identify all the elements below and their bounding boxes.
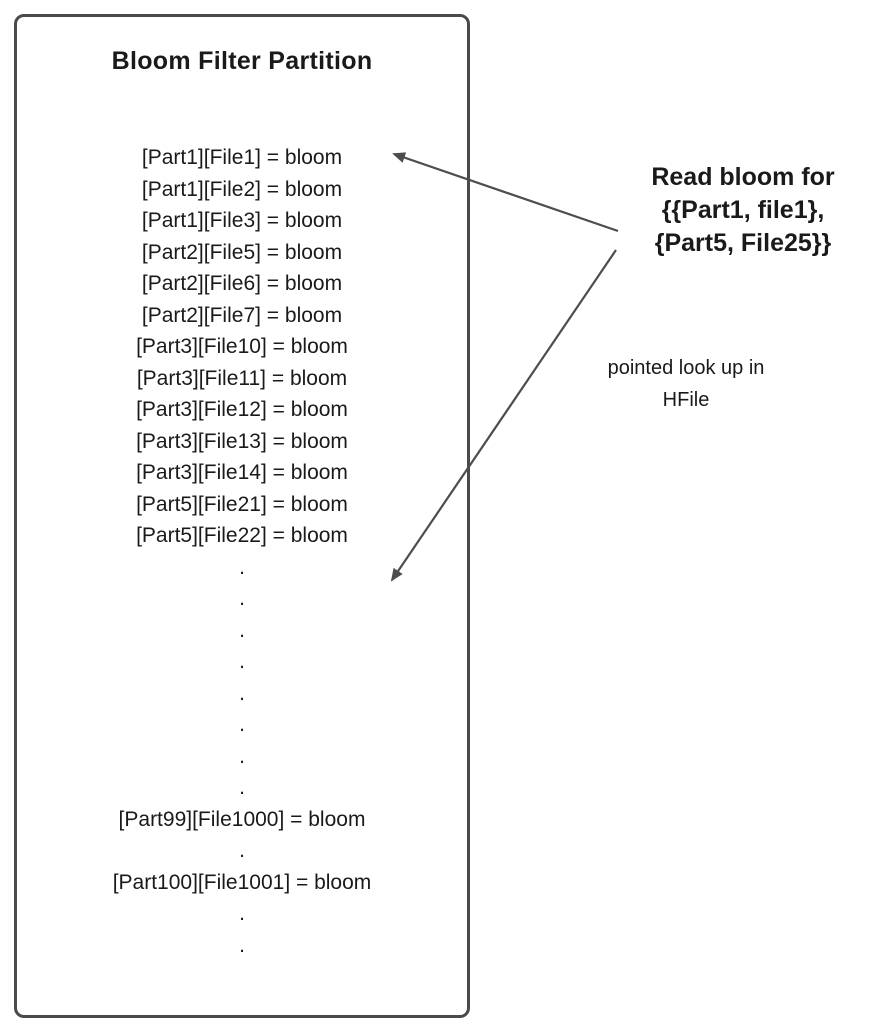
bloom-entry-line: . [239, 555, 245, 579]
bloom-entry-line: . [239, 681, 245, 705]
bloom-entry-line: [Part2][File7] = bloom [141, 303, 343, 327]
bloom-entry-line: [Part3][File11] = bloom [136, 366, 348, 390]
bloom-entry-line: [Part1][File3] = bloom [141, 209, 343, 232]
bloom-entry-line: [Part2][File5] = bloom [141, 240, 343, 264]
bloom-entry-line: [Part5][File21] = bloom [136, 492, 348, 516]
bloom-entry-list: [Part1][File1] = bloom [Part1][File2] = … [17, 142, 467, 961]
bloom-entry-line: . [239, 902, 245, 925]
bloom-entry-line: [Part3][File14] = bloom [136, 461, 348, 484]
bloom-entry-line: . [239, 618, 245, 642]
box-title: Bloom Filter Partition [111, 47, 373, 75]
bloom-entry-line: . [239, 776, 245, 799]
bloom-entry-line: [Part1][File2] = bloom [141, 177, 343, 201]
bloom-entry-line: . [239, 713, 245, 736]
bloom-entry-line: . [239, 933, 245, 957]
bloom-entry-line: . [239, 744, 245, 768]
read-bloom-label: Read bloom for {{Part1, file1}, {Part5, … [651, 163, 835, 257]
bloom-entry-line: [Part1][File1] = bloom [141, 146, 343, 169]
bloom-entry-line: . [239, 839, 245, 862]
bloom-filter-partition-box: Bloom Filter Partition [Part1][File1] = … [14, 14, 470, 1018]
bloom-entry-line: [Part2][File6] = bloom [141, 272, 343, 295]
bloom-entry-line: . [239, 650, 245, 673]
bloom-entry-line: . [239, 587, 245, 610]
bloom-entry-line: [Part99][File1000] = bloom [118, 807, 366, 831]
bloom-entry-line: [Part5][File22] = bloom [136, 524, 348, 547]
bloom-entry-line: [Part100][File1001] = bloom [112, 870, 372, 894]
bloom-entry-line: [Part3][File10] = bloom [136, 335, 348, 358]
pointed-lookup-label: pointed look up in HFile [607, 357, 765, 411]
bloom-entry-line: [Part3][File13] = bloom [136, 429, 348, 453]
bloom-entry-line: [Part3][File12] = bloom [136, 398, 348, 421]
